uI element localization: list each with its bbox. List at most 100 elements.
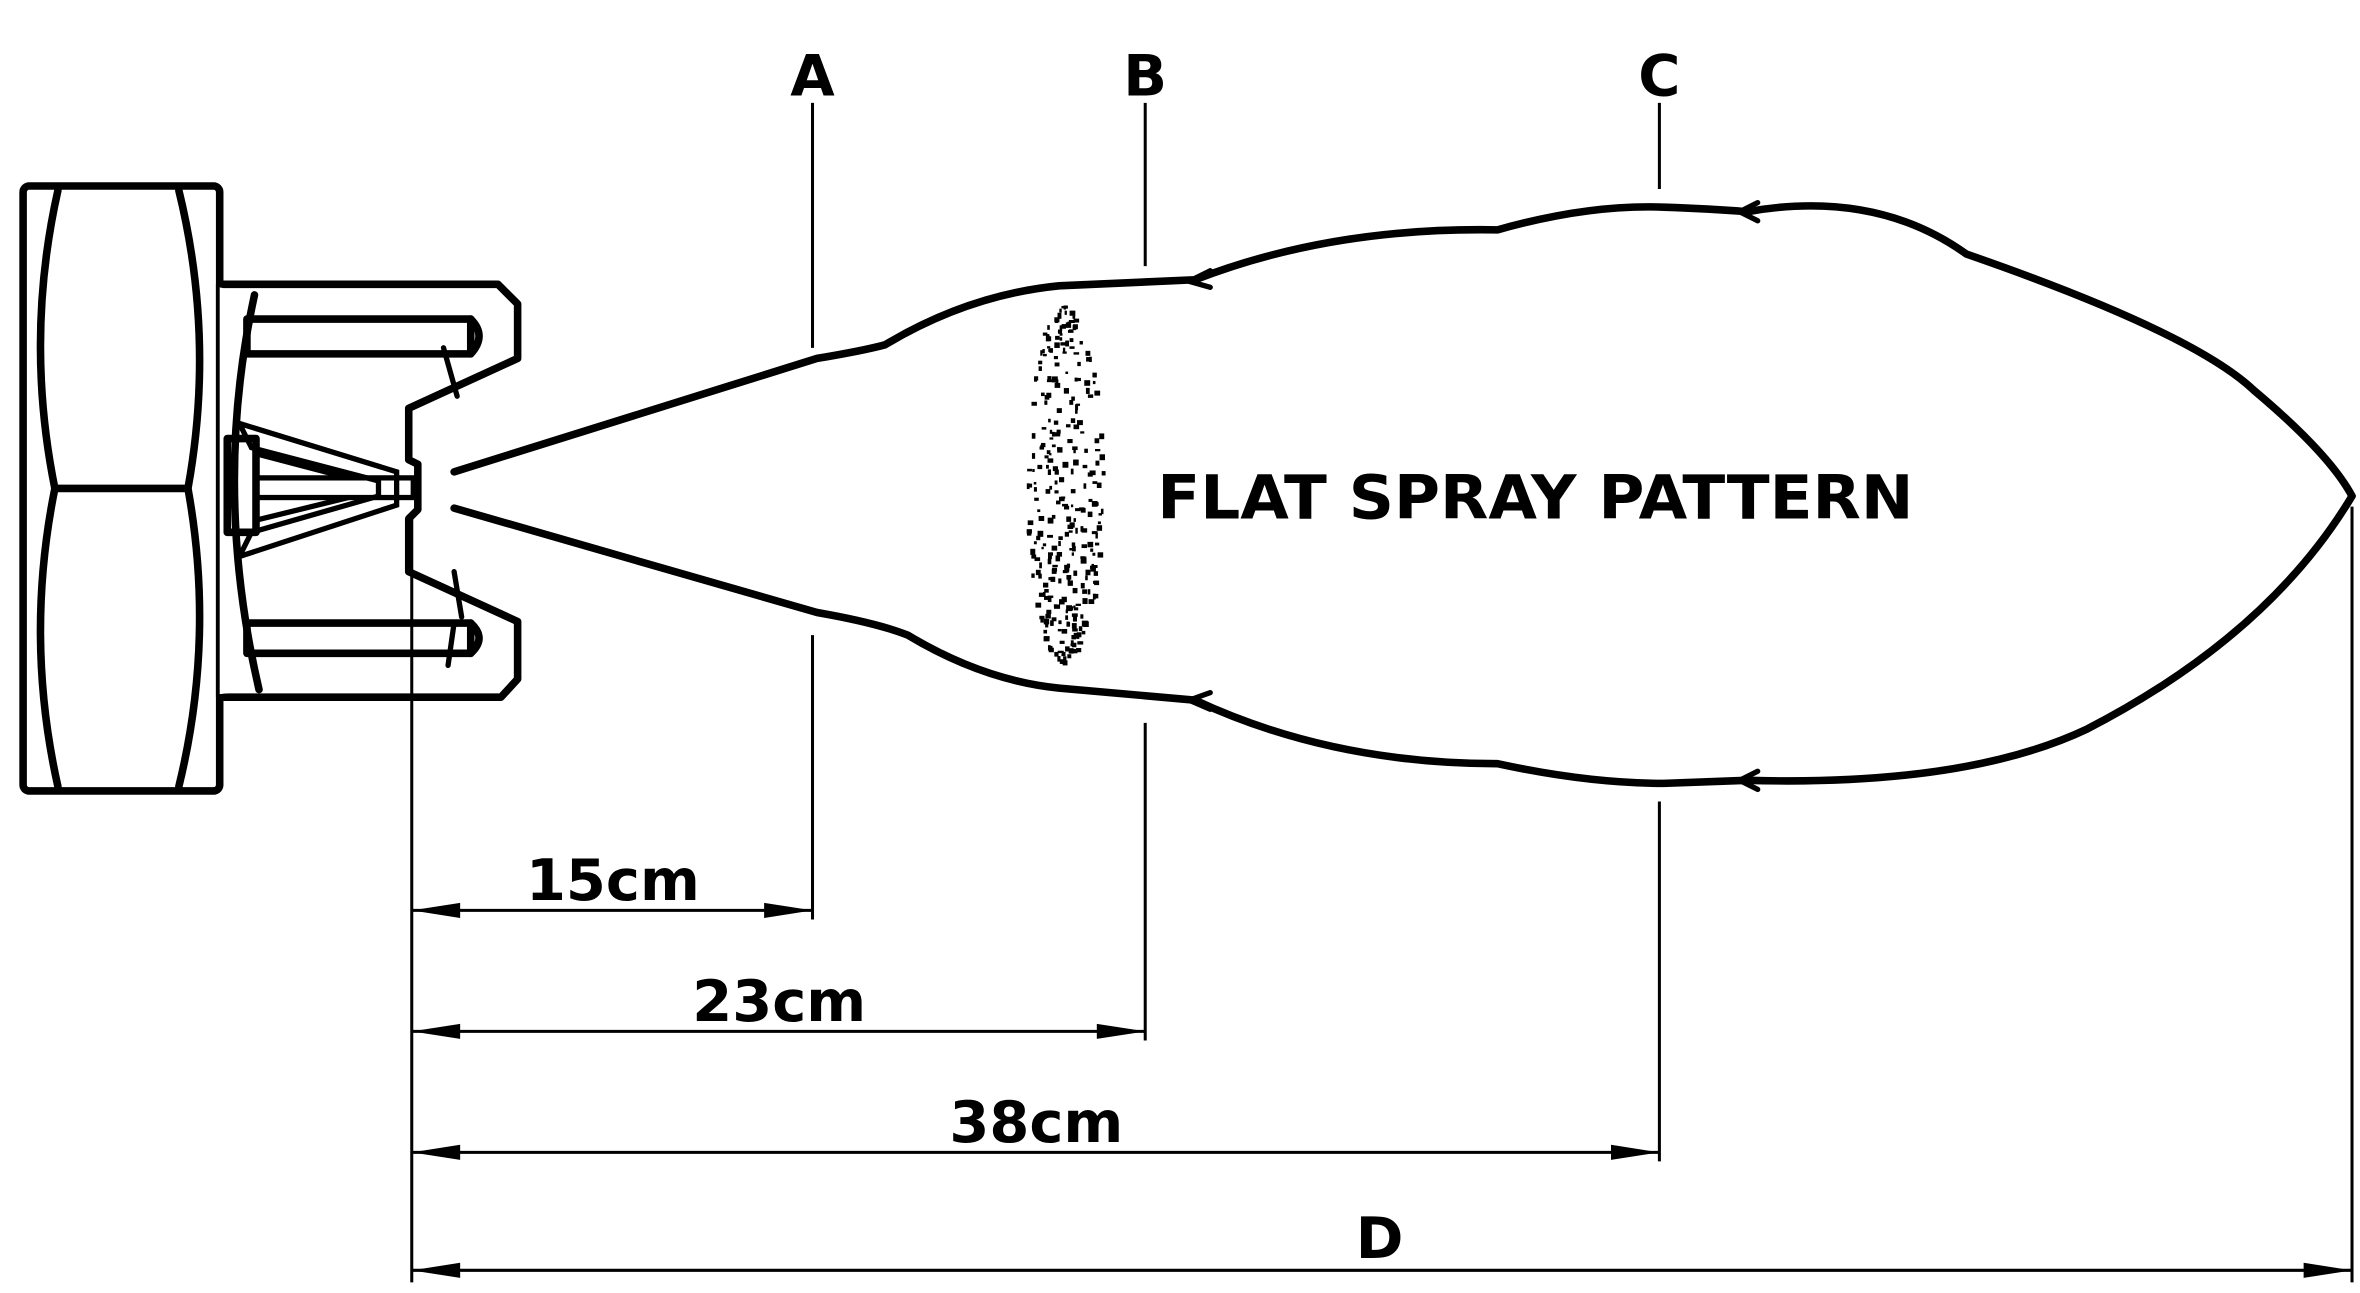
droplet-dot [1096, 482, 1102, 489]
droplet-dot [1043, 636, 1050, 640]
droplet-dot [1051, 514, 1056, 519]
droplet-dot [1064, 567, 1070, 573]
droplet-dot [1068, 648, 1074, 654]
droplet-dot [1071, 623, 1077, 629]
droplet-dot [1070, 640, 1074, 645]
droplet-dot [1100, 508, 1104, 515]
droplet-dot [1048, 577, 1051, 581]
droplet-dot [1033, 481, 1037, 485]
droplet-dot [1069, 399, 1074, 405]
spray-droplet-stipple [1026, 305, 1106, 666]
droplet-dot [1059, 659, 1066, 663]
droplet-dot [1075, 409, 1078, 414]
droplet-dot [1059, 308, 1062, 313]
droplet-dot [1070, 643, 1074, 647]
droplet-dot [1085, 569, 1091, 576]
droplet-dot [1091, 531, 1098, 535]
droplet-dot [1051, 431, 1055, 437]
droplet-dot [1082, 598, 1088, 605]
droplet-dot [1059, 496, 1065, 502]
droplet-dot [1042, 332, 1048, 336]
droplet-dot [1061, 324, 1066, 329]
droplet-dot [1055, 555, 1061, 562]
droplet-dot [1027, 520, 1034, 526]
droplet-dot [1051, 545, 1058, 551]
droplet-dot [1094, 580, 1100, 586]
droplet-dot [1042, 582, 1049, 588]
nozzle-body-section [215, 280, 522, 701]
droplet-dot [1095, 460, 1100, 466]
droplet-dot [1097, 521, 1101, 525]
droplet-dot [1063, 656, 1067, 661]
droplet-dot [1049, 348, 1053, 353]
droplet-dot [1049, 645, 1053, 649]
droplet-dot [1044, 400, 1048, 405]
droplet-dot [1061, 651, 1066, 655]
droplet-dot [1083, 483, 1087, 489]
droplet-dot [1038, 366, 1042, 371]
droplet-dot [1062, 351, 1067, 354]
droplet-dot [1073, 318, 1080, 323]
droplet-dot [1080, 582, 1085, 589]
droplet-dot [1052, 564, 1058, 568]
droplet-dot [1092, 380, 1096, 385]
droplet-dot [1040, 350, 1043, 356]
dimension-label-38cm: 38cm [949, 1089, 1123, 1156]
droplet-dot [1073, 352, 1080, 355]
droplet-dot [1073, 605, 1076, 609]
droplet-dot [1047, 517, 1054, 524]
droplet-dot [1072, 587, 1078, 594]
droplet-dot [1041, 546, 1044, 550]
droplet-dot [1062, 660, 1068, 666]
droplet-dot [1031, 401, 1037, 406]
droplet-dot [1042, 353, 1047, 357]
droplet-dot [1060, 496, 1066, 499]
droplet-dot [1058, 578, 1062, 584]
droplet-dot [1072, 545, 1076, 552]
droplet-dot [1077, 377, 1081, 382]
droplet-dot [1098, 513, 1102, 516]
droplet-dot [1081, 528, 1088, 533]
droplet-dot [1034, 377, 1037, 382]
droplet-dot [1030, 548, 1036, 555]
droplet-dot [1053, 355, 1058, 360]
droplet-dot [1059, 477, 1065, 483]
droplet-dot [1080, 431, 1085, 434]
droplet-dot [1087, 589, 1091, 595]
droplet-dot [1047, 645, 1051, 651]
droplet-dot [1064, 531, 1069, 537]
droplet-dot [1075, 527, 1078, 534]
droplet-dot [1059, 337, 1063, 341]
droplet-dot [1052, 466, 1058, 472]
droplet-dot [1055, 320, 1059, 324]
droplet-dot [1047, 552, 1053, 556]
droplet-dot [1087, 394, 1094, 398]
droplet-dot [1075, 603, 1081, 606]
droplet-dot [1040, 618, 1044, 623]
droplet-dot [1034, 557, 1041, 562]
droplet-dot [1056, 429, 1061, 434]
droplet-dot [1073, 632, 1079, 639]
droplet-dot [1059, 640, 1065, 644]
droplet-dot [1085, 350, 1091, 356]
droplet-dot [1083, 556, 1087, 560]
droplet-dot [1047, 595, 1054, 598]
droplet-dot [1047, 555, 1052, 560]
spray-pattern-outline [450, 199, 2356, 793]
droplet-dot [1081, 630, 1086, 635]
droplet-dot [1066, 605, 1073, 612]
droplet-dot [1057, 312, 1062, 319]
droplet-dot [1049, 429, 1053, 434]
droplet-dot [1072, 315, 1076, 319]
droplet-dot [1046, 379, 1053, 383]
droplet-dot [1047, 458, 1054, 463]
hex-nut [19, 182, 224, 795]
droplet-dot [1080, 614, 1084, 619]
droplet-dot [1073, 607, 1079, 611]
droplet-dot [1075, 508, 1081, 512]
droplet-dot [1045, 489, 1051, 494]
droplet-dot [1064, 310, 1067, 315]
droplet-dot [1069, 310, 1076, 316]
droplet-dot [1077, 420, 1083, 426]
droplet-dot [1072, 628, 1078, 632]
